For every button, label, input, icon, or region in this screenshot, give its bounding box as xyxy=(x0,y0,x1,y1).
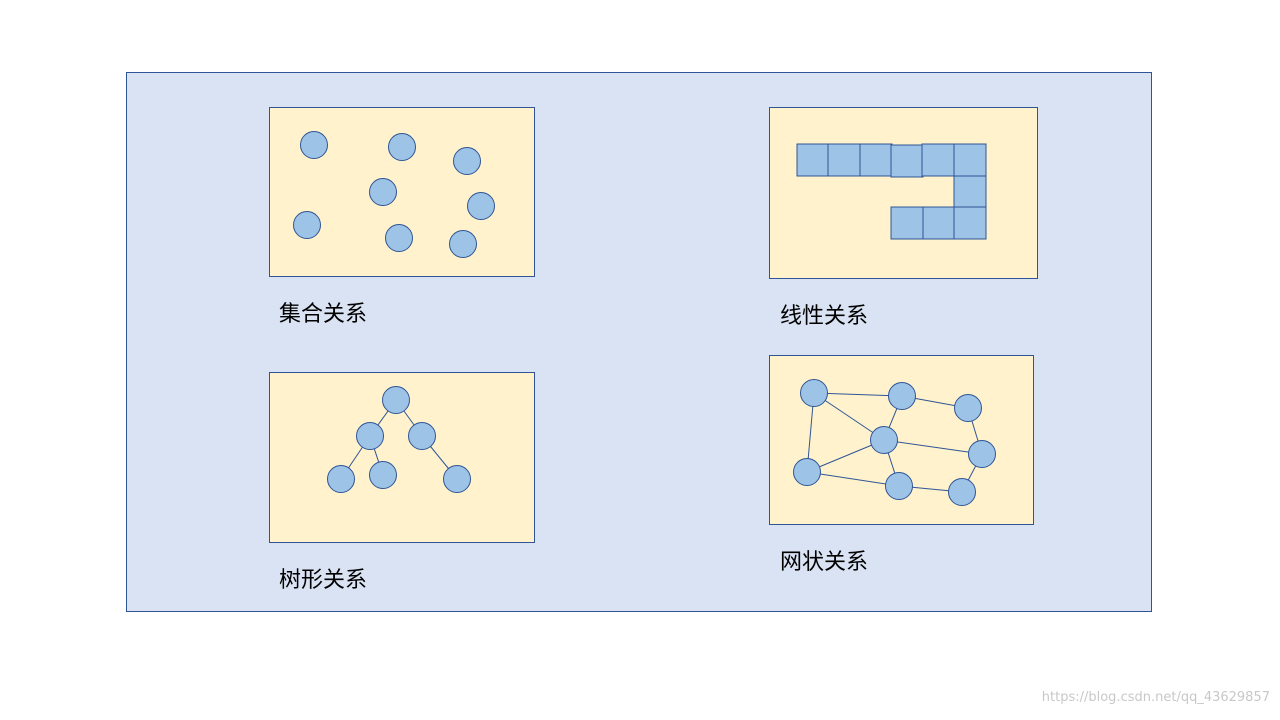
linear-cell-3 xyxy=(859,143,893,177)
tree-node-1 xyxy=(382,386,410,414)
linear-panel-box xyxy=(769,107,1038,279)
graph-edge-1 xyxy=(813,392,903,397)
tree-node-6 xyxy=(443,465,471,493)
graph-node-7 xyxy=(885,472,913,500)
linear-cell-6 xyxy=(953,143,987,177)
graph-nodes-group xyxy=(793,379,996,506)
set-node-1 xyxy=(300,131,328,159)
linear-cell-2 xyxy=(827,143,861,177)
tree-node-5 xyxy=(369,461,397,489)
linear-cell-10 xyxy=(890,206,924,240)
tree-node-2 xyxy=(356,422,384,450)
watermark-url: https://blog.csdn.net/qq_43629857 xyxy=(1041,690,1270,705)
graph-node-6 xyxy=(793,458,821,486)
linear-cell-1 xyxy=(796,143,830,177)
graph-node-2 xyxy=(888,382,916,410)
set-nodes-group xyxy=(293,131,495,258)
tree-nodes-group xyxy=(327,386,471,493)
set-relation-label: 集合关系 xyxy=(279,302,368,327)
graph-relation-label: 网状关系 xyxy=(780,550,869,575)
linear-relation-label: 线性关系 xyxy=(780,304,869,329)
tree-relation-label: 树形关系 xyxy=(279,568,368,593)
set-node-6 xyxy=(293,211,321,239)
set-node-3 xyxy=(453,147,481,175)
graph-edge-7 xyxy=(883,439,983,455)
graph-node-4 xyxy=(870,426,898,454)
linear-cells-group xyxy=(796,143,987,240)
graph-node-8 xyxy=(948,478,976,506)
tree-node-3 xyxy=(408,422,436,450)
set-node-8 xyxy=(449,230,477,258)
linear-cell-8 xyxy=(953,206,987,240)
graph-node-1 xyxy=(800,379,828,407)
set-node-2 xyxy=(388,133,416,161)
graph-node-3 xyxy=(954,394,982,422)
linear-cell-9 xyxy=(921,206,955,240)
linear-cell-5 xyxy=(921,143,955,177)
set-node-5 xyxy=(467,192,495,220)
tree-node-4 xyxy=(327,465,355,493)
graph-node-5 xyxy=(968,440,996,468)
linear-cell-4 xyxy=(890,144,924,178)
graph-edge-10 xyxy=(806,471,900,487)
set-node-4 xyxy=(369,178,397,206)
graph-edge-3 xyxy=(813,392,885,441)
set-node-7 xyxy=(385,224,413,252)
linear-cell-7 xyxy=(953,175,987,209)
